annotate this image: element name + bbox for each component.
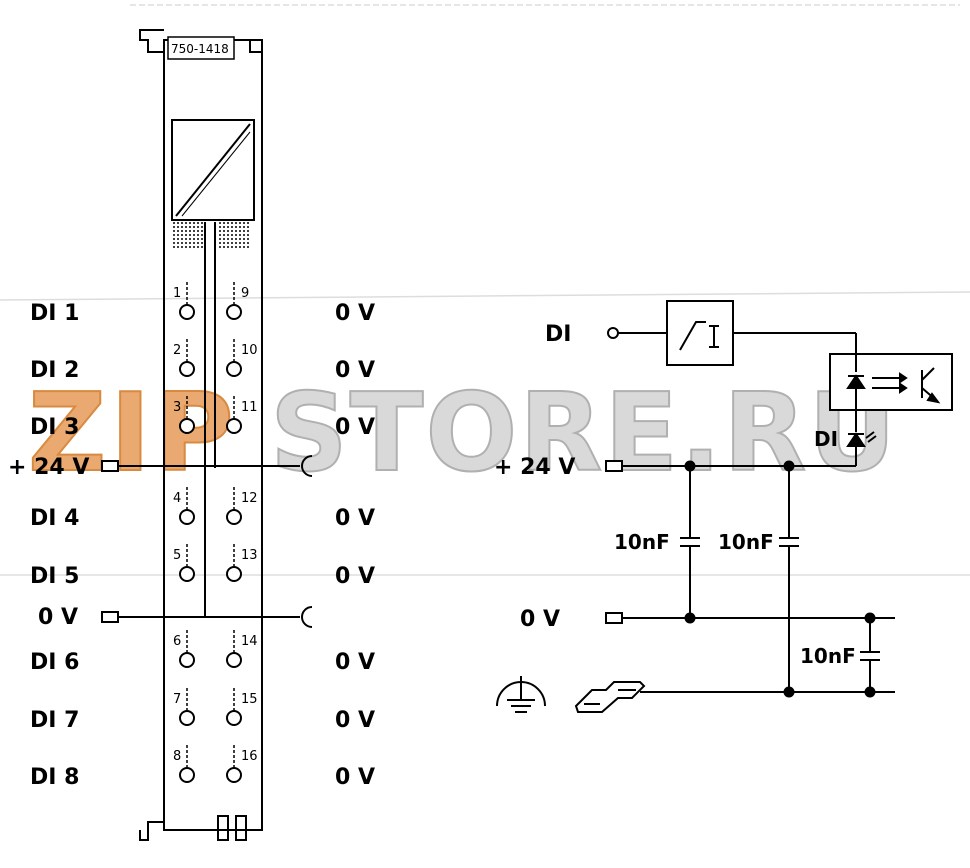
terminal-contact: 16 — [226, 745, 258, 783]
schematic-0v-label: 0 V — [520, 607, 560, 632]
watermark-right: STORE.RU — [270, 371, 898, 496]
terminal-contact: 12 — [226, 487, 258, 525]
terminal-number: 12 — [241, 491, 258, 506]
label-0v-5: 0 V — [335, 564, 375, 589]
right-labels: 0 V 0 V 0 V 0 V 0 V 0 V 0 V 0 V — [335, 301, 375, 790]
terminal-contact: 9 — [226, 282, 249, 320]
terminal-number: 5 — [173, 548, 181, 563]
terminal-contact: 6 — [173, 630, 195, 668]
label-0v-2: 0 V — [335, 358, 375, 383]
label-di8: DI 8 — [30, 765, 79, 790]
label-plus24v: + 24 V — [8, 455, 89, 480]
terminal-number: 6 — [173, 634, 181, 649]
terminal-number: 11 — [241, 400, 258, 415]
terminal-contact: 1 — [173, 282, 195, 320]
part-number: 750-1418 — [171, 42, 229, 56]
terminal-number: 8 — [173, 749, 181, 764]
label-di1: DI 1 — [30, 301, 79, 326]
watermark-left: ZIP — [28, 371, 238, 496]
terminal-contact: 14 — [226, 630, 258, 668]
earth-ground-icon — [496, 676, 546, 713]
terminal-contact: 8 — [173, 745, 195, 783]
terminal-number: 14 — [241, 634, 258, 649]
label-di3: DI 3 — [30, 415, 79, 440]
terminal-number: 10 — [241, 343, 258, 358]
terminal-number: 1 — [173, 286, 181, 301]
terminal-contact: 10 — [226, 339, 258, 377]
label-di5: DI 5 — [30, 564, 79, 589]
terminal-number: 3 — [173, 400, 181, 415]
background-guides — [0, 4, 970, 576]
label-di6: DI 6 — [30, 650, 79, 675]
label-di4: DI 4 — [30, 506, 79, 531]
terminal-contact: 13 — [226, 544, 258, 582]
schematic-di-label: DI — [545, 322, 571, 347]
label-0v-3: 0 V — [335, 415, 375, 440]
terminal-number: 9 — [241, 286, 249, 301]
internal-bus — [204, 222, 216, 618]
capacitor-2-label: 10nF — [718, 530, 774, 554]
label-0v-6: 0 V — [335, 650, 375, 675]
terminal-contact: 5 — [173, 544, 195, 582]
part-number-box — [167, 36, 235, 60]
schematic-plus24v-label: + 24 V — [494, 455, 575, 480]
terminal-number: 13 — [241, 548, 258, 563]
terminal-contact: 11 — [226, 396, 258, 434]
terminal-number: 4 — [173, 491, 181, 506]
watermark: ZIP STORE.RU — [27, 370, 898, 497]
supply-lines — [101, 455, 313, 628]
terminal-contact: 7 — [173, 688, 195, 726]
label-0v-1: 0 V — [335, 301, 375, 326]
terminal-number: 2 — [173, 343, 181, 358]
label-0v: 0 V — [38, 605, 78, 630]
terminal-contact: 15 — [226, 688, 258, 726]
label-0v-7: 0 V — [335, 708, 375, 733]
terminal-contact: 3 — [173, 396, 195, 434]
label-di7: DI 7 — [30, 708, 79, 733]
capacitor-1-label: 10nF — [614, 530, 670, 554]
label-0v-4: 0 V — [335, 506, 375, 531]
terminal-contact: 2 — [173, 339, 195, 377]
terminal-number: 15 — [241, 692, 258, 707]
label-di2: DI 2 — [30, 358, 79, 383]
left-labels: DI 1 DI 2 DI 3 + 24 V DI 4 DI 5 0 V DI 6… — [8, 301, 89, 790]
schematic-di-led-label: DI — [814, 427, 838, 451]
label-0v-8: 0 V — [335, 765, 375, 790]
capacitor-3-label: 10nF — [800, 644, 856, 668]
converter-block — [171, 119, 255, 248]
terminal-number: 16 — [241, 749, 258, 764]
terminal-number: 7 — [173, 692, 181, 707]
din-rail-icon — [574, 681, 646, 713]
terminal-contacts: 1 9 2 10 3 11 4 12 5 13 6 14 7 15 8 16 — [173, 282, 258, 783]
terminal-contact: 4 — [173, 487, 195, 525]
schematic — [605, 300, 953, 698]
